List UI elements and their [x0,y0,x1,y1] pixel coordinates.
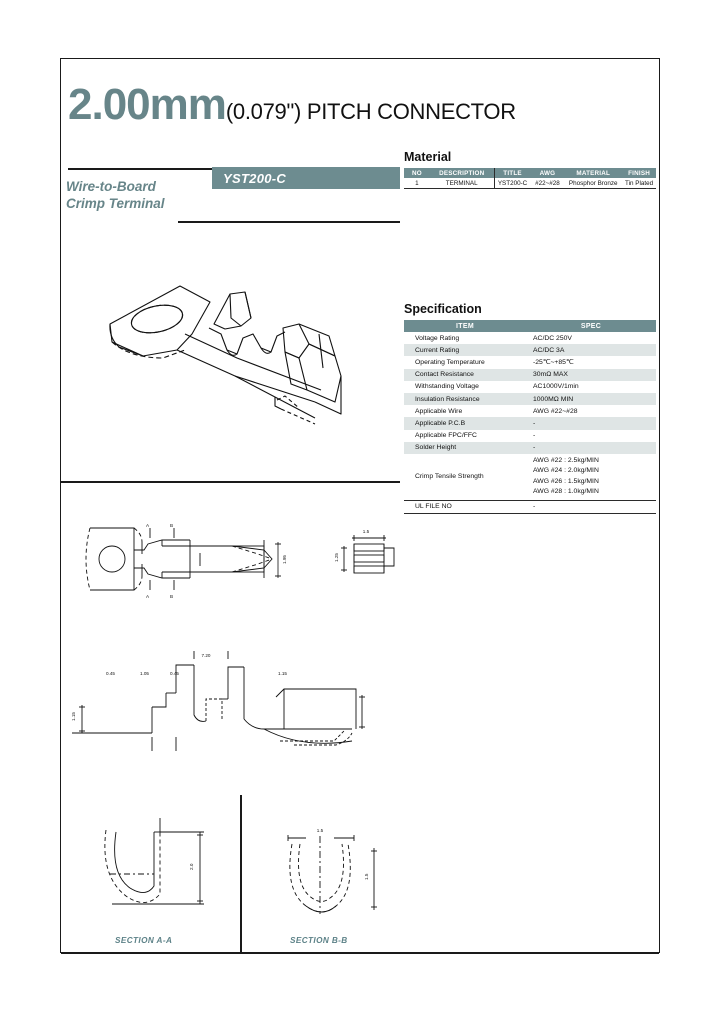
dim-section-b-bottom: B [170,594,173,599]
spec-item: Withstanding Voltage [415,383,479,391]
spec-item-crimp: Crimp Tensile Strength [415,473,484,481]
material-cell-no: 1 [404,178,430,189]
dim-detail-height: 1.25 [334,553,339,562]
table-row: Applicable FPC/FFC - [404,430,656,442]
product-subtitle: Wire-to-Board Crimp Terminal [66,178,165,212]
dim-section-b-top: B [170,523,173,528]
spec-item: Applicable FPC/FFC [415,432,477,440]
crimp-line: AWG #26 : 1.5kg/MIN [533,477,599,485]
spec-value: AC/DC 250V [533,334,572,342]
table-row: Operating Temperature -25℃~+85℃ [404,356,656,368]
top-orthographic-view: A B A B 1.95 [85,523,287,599]
crimp-line: AWG #22 : 2.5kg/MIN [533,456,599,464]
material-header-row: NO DESCRIPTION TITLE AWG MATERIAL FINISH [404,168,656,178]
material-col-awg: AWG [530,168,565,178]
crimp-line: AWG #28 : 1.0kg/MIN [533,488,599,496]
table-row: Voltage Rating AC/DC 250V [404,332,656,344]
material-col-desc: DESCRIPTION [429,168,495,178]
spec-item: Current Rating [404,344,526,357]
spec-value: - [526,417,656,430]
table-row: Insulation Resistance 1000MΩ MIN [404,392,656,406]
table-row: Applicable P.C.B - [404,417,656,430]
spec-item: Solder Height [404,441,526,454]
dim-side-4: 1.15 [278,671,287,676]
dim-overall-width: 1.95 [282,555,287,564]
dim-section-a-bottom: A [146,594,150,599]
divider-horizontal-lower [61,952,659,954]
spec-value: -25℃~+85℃ [533,359,574,367]
section-a-a-drawing: 2.0 [104,818,204,905]
section-b-b-drawing: 1.5 1.5 [287,828,377,914]
isometric-terminal-drawing [109,285,342,425]
spec-value: AC1000V/1min [533,383,579,391]
spec-item: Insulation Resistance [404,392,526,406]
material-cell-material: Phosphor Bronze [564,178,623,189]
table-row: Solder Height - [404,441,656,454]
side-profile-view: 0.45 1.05 0.45 7.20 1.15 1.15 [71,651,365,751]
table-row: Current Rating AC/DC 3A [404,344,656,357]
page-title: 2.00mm(0.079") PITCH CONNECTOR [68,80,516,130]
dim-section-b-height: 1.5 [364,873,369,880]
dim-side-2: 1.05 [140,671,149,676]
material-cell-desc: TERMINAL [429,178,495,189]
section-b-b-label: SECTION B-B [290,936,348,945]
title-rule-mid [178,221,400,223]
part-number-band: YST200-C [212,167,400,189]
spec-item: Applicable Wire [415,407,463,415]
table-row: 1 TERMINAL YST200-C #22~#28 Phosphor Bro… [404,178,656,189]
divider-vertical-sections [240,795,242,953]
material-heading: Material [404,150,452,164]
subtitle-line-2: Crimp Terminal [66,196,165,211]
spec-header-row: ITEM SPEC [404,320,656,332]
crimp-line: AWG #24 : 2.0kg/MIN [533,467,599,475]
spec-item: Applicable P.C.B [404,417,526,430]
dim-side-1: 0.45 [106,671,115,676]
material-col-no: NO [404,168,430,178]
spec-value: AWG #22~#28 [533,407,578,415]
dim-section-a-top: A [146,523,150,528]
divider-horizontal-upper [61,481,400,483]
spec-item: Operating Temperature [415,358,485,366]
spec-value-ul: - [526,499,656,514]
section-a-a-label: SECTION A-A [115,936,173,945]
part-number-label: YST200-C [223,171,287,186]
material-col-title: TITLE [493,168,531,178]
dim-section-b-width: 1.5 [317,828,324,833]
spec-item: Voltage Rating [415,334,460,342]
dim-detail-width: 1.5 [363,529,370,534]
spec-item: Contact Resistance [404,368,526,381]
dim-side-height: 1.15 [71,712,76,721]
specification-heading: Specification [404,302,482,316]
pitch-suffix: (0.079") PITCH CONNECTOR [225,99,516,124]
material-cell-awg: #22~#28 [530,178,565,189]
spec-value: - [533,432,536,440]
spec-col-spec: SPEC [526,320,656,332]
material-col-finish: FINISH [622,168,656,178]
spec-value: - [526,441,656,454]
table-row: Applicable Wire AWG #22~#28 [404,405,656,417]
table-row: Contact Resistance 30mΩ MAX [404,368,656,381]
table-row-crimp: Crimp Tensile Strength AWG #22 : 2.5kg/M… [404,454,656,500]
spec-value-crimp: AWG #22 : 2.5kg/MIN AWG #24 : 2.0kg/MIN … [526,454,656,500]
table-row-ul: UL FILE NO - [404,499,656,514]
pitch-value: 2.00mm [68,80,227,129]
material-cell-title: YST200-C [493,178,531,189]
dim-section-a-height: 2.0 [189,863,194,870]
subtitle-line-1: Wire-to-Board [66,179,156,194]
spec-value: 1000MΩ MIN [526,392,656,406]
table-row: Withstanding Voltage AC1000V/1min [404,381,656,393]
specification-table: ITEM SPEC Voltage Rating AC/DC 250V Curr… [404,320,656,514]
spec-col-item: ITEM [404,320,526,332]
spec-value: 30mΩ MAX [526,368,656,381]
dim-side-3: 0.45 [170,671,179,676]
dim-side-overall: 7.20 [202,653,211,658]
spec-item-ul: UL FILE NO [404,499,526,514]
spec-value: AC/DC 3A [526,344,656,357]
material-col-material: MATERIAL [564,168,623,178]
material-cell-finish: Tin Plated [622,178,656,189]
material-table: NO DESCRIPTION TITLE AWG MATERIAL FINISH… [404,168,656,189]
top-right-detail-view: 1.5 1.25 [334,529,395,574]
